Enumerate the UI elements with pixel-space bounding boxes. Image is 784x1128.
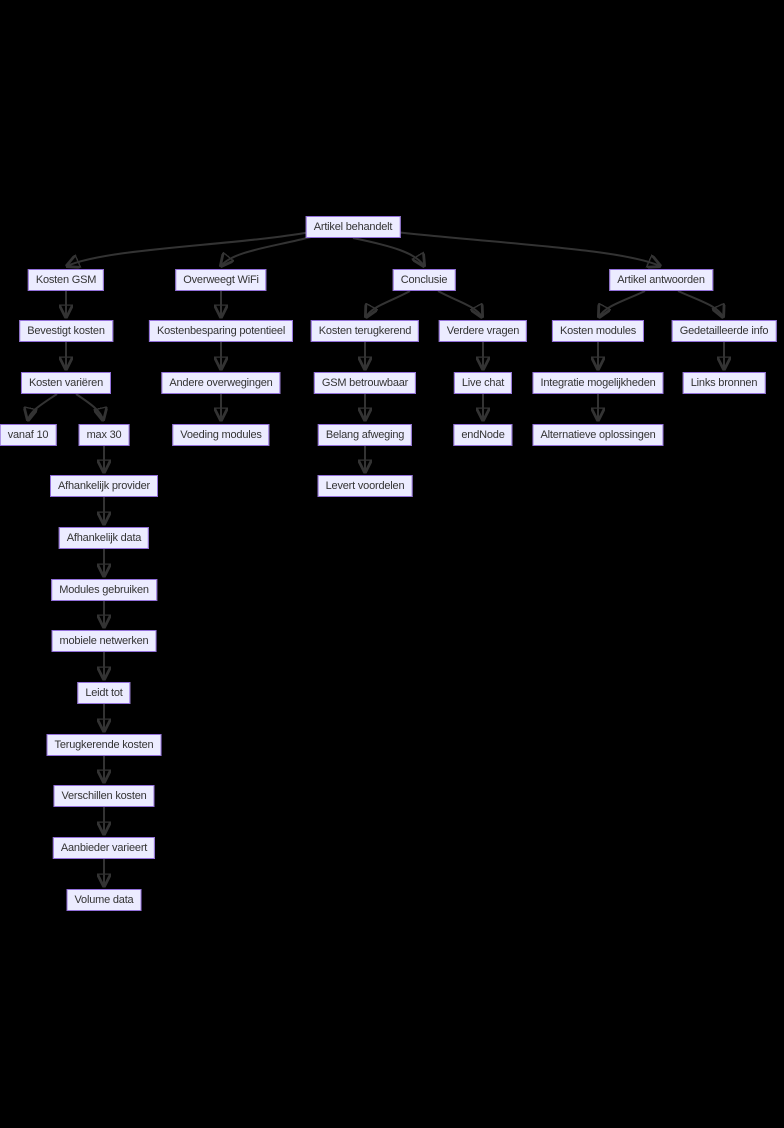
node-artikel-behandelt: Artikel behandelt [305, 216, 401, 238]
edge-kosten-varieren-vanaf-10 [28, 393, 58, 420]
node-verdere-vragen: Verdere vragen [438, 320, 528, 342]
node-belang-afweging: Belang afweging [317, 424, 413, 446]
edge-artikel-behandelt-kosten-gsm [67, 231, 312, 266]
edge-artikel-behandelt-artikel-antwoorden [394, 231, 660, 266]
edge-kosten-varieren-max-30 [75, 393, 103, 420]
node-conclusie: Conclusie [392, 269, 456, 291]
node-andere-overwegingen: Andere overwegingen [161, 372, 281, 394]
node-alternatieve-oplossingen: Alternatieve oplossingen [532, 424, 664, 446]
node-links-bronnen: Links bronnen [682, 372, 766, 394]
node-kosten-varieren: Kosten variëren [20, 372, 112, 394]
node-integratie-mogelijkheden: Integratie mogelijkheden [532, 372, 664, 394]
node-leidt-tot: Leidt tot [77, 682, 131, 704]
node-aanbieder-varieert: Aanbieder varieert [52, 837, 156, 859]
node-bevestigt-kosten: Bevestigt kosten [19, 320, 113, 342]
node-artikel-antwoorden: Artikel antwoorden [609, 269, 713, 291]
node-kostenbesparing-potentieel: Kostenbesparing potentieel [148, 320, 294, 342]
node-overweegt-wifi: Overweegt WiFi [175, 269, 267, 291]
node-kosten-terugkerend: Kosten terugkerend [310, 320, 420, 342]
edge-artikel-behandelt-overweegt-wifi [221, 236, 312, 266]
edge-artikel-behandelt-conclusie [352, 237, 424, 266]
node-volume-data: Volume data [66, 889, 142, 911]
node-voeding-modules: Voeding modules [172, 424, 270, 446]
node-mobiele-netwerken: mobiele netwerken [51, 630, 157, 652]
node-modules-gebruiken: Modules gebruiken [51, 579, 157, 601]
edge-conclusie-verdere-vragen [437, 290, 482, 317]
node-verschillen-kosten: Verschillen kosten [53, 785, 155, 807]
node-kosten-gsm: Kosten GSM [27, 269, 105, 291]
node-terugkerende-kosten: Terugkerende kosten [46, 734, 162, 756]
node-levert-voordelen: Levert voordelen [317, 475, 413, 497]
node-vanaf-10: vanaf 10 [0, 424, 57, 446]
node-afhankelijk-provider: Afhankelijk provider [50, 475, 158, 497]
node-gsm-betrouwbaar: GSM betrouwbaar [313, 372, 417, 394]
node-afhankelijk-data: Afhankelijk data [58, 527, 150, 549]
node-end-node: endNode [453, 424, 513, 446]
edge-artikel-antwoorden-gedetailleerde-info [677, 290, 723, 317]
edge-artikel-antwoorden-kosten-modules [599, 290, 646, 317]
node-live-chat: Live chat [453, 372, 513, 394]
node-gedetailleerde-info: Gedetailleerde info [671, 320, 777, 342]
node-max-30: max 30 [78, 424, 130, 446]
node-kosten-modules: Kosten modules [551, 320, 645, 342]
edge-conclusie-kosten-terugkerend [366, 290, 411, 317]
